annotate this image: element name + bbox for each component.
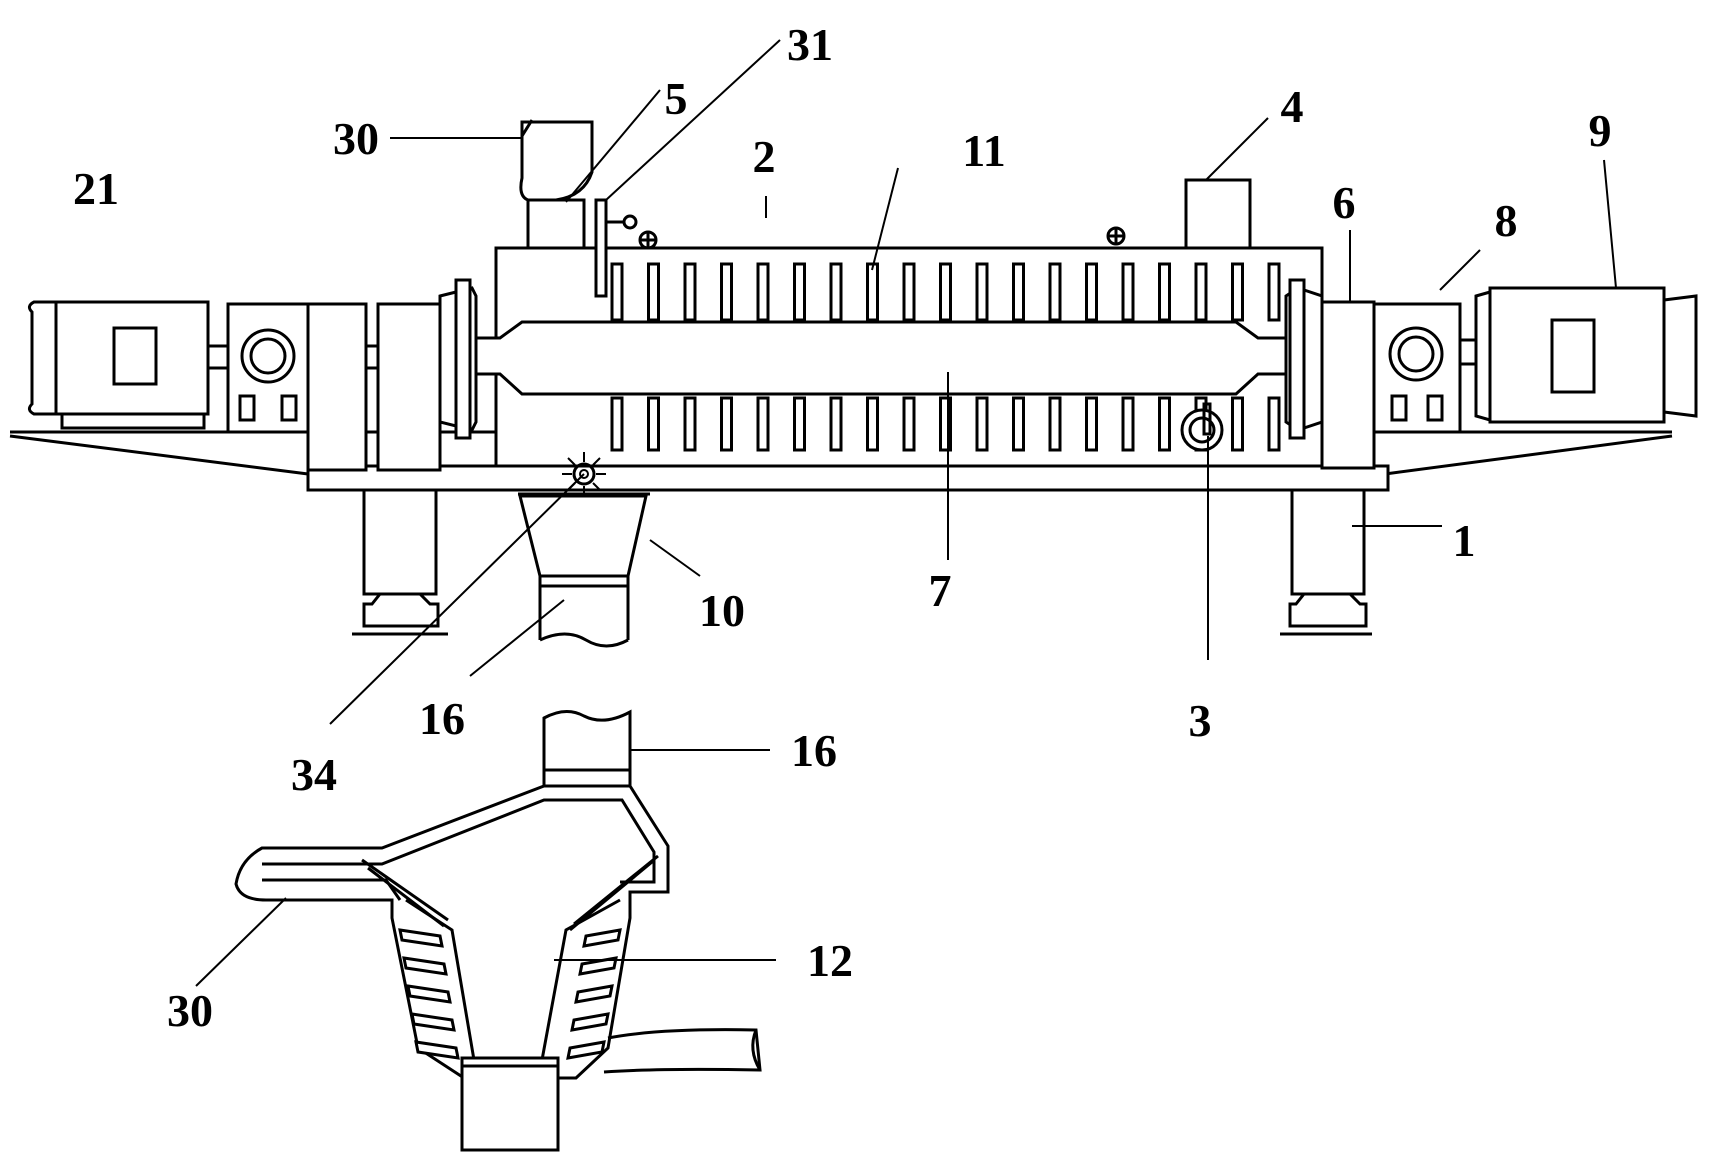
paddle-bottom <box>1012 396 1025 452</box>
label-8: 8 <box>1495 195 1518 246</box>
valve-top-right <box>1106 226 1126 246</box>
paddle-top <box>1012 262 1025 322</box>
paddle-top <box>866 262 879 322</box>
bearing-block-right <box>1320 300 1376 470</box>
paddle-bottom <box>756 396 770 452</box>
sprocket <box>562 452 606 496</box>
paddle-top <box>829 262 843 322</box>
paddle-bottom <box>683 396 697 452</box>
paddle-top <box>1194 262 1208 322</box>
blade-left <box>406 984 452 1004</box>
blade-right <box>574 984 614 1004</box>
blade-left <box>402 956 448 976</box>
bearing-block-left <box>306 302 368 472</box>
paddle-bottom <box>1267 396 1281 452</box>
outlet-box <box>1184 178 1252 250</box>
paddle-top <box>720 262 733 322</box>
paddle-top <box>1231 262 1244 322</box>
paddle-bottom <box>902 396 916 452</box>
leader-lines <box>195 39 1617 987</box>
blades-right <box>566 928 622 1060</box>
motor-left <box>27 300 230 430</box>
label-3: 3 <box>1189 695 1212 746</box>
paddle-bottom <box>1231 396 1244 452</box>
paddle-top <box>793 262 806 322</box>
label-11: 11 <box>962 125 1005 176</box>
paddle-top <box>902 262 916 322</box>
paddle-top <box>975 262 989 322</box>
label-31: 31 <box>787 19 833 70</box>
gearbox-right <box>1372 302 1462 434</box>
paddle-bottom <box>1085 396 1098 452</box>
paddle-top <box>683 262 697 322</box>
support-leg-left <box>352 488 448 636</box>
gauge-rod <box>594 198 638 298</box>
paddle-bottom <box>866 396 879 452</box>
part-labels: 21 30 5 31 2 11 4 9 6 8 1 7 10 3 16 34 1… <box>73 19 1612 1036</box>
paddle-top <box>1158 262 1171 322</box>
label-5: 5 <box>665 73 688 124</box>
label-30-bottom: 30 <box>167 985 213 1036</box>
discharge-funnel <box>506 488 662 648</box>
paddle-top <box>1048 262 1062 322</box>
blade-right <box>582 928 622 948</box>
drain-valve <box>1180 402 1224 452</box>
paddle-bottom <box>647 396 660 452</box>
label-30-top: 30 <box>333 113 379 164</box>
label-9: 9 <box>1589 105 1612 156</box>
blade-left <box>414 1040 460 1060</box>
paddle-bottom <box>1158 396 1171 452</box>
paddle-bottom <box>939 396 952 452</box>
flange-left <box>438 278 478 440</box>
shaft-right <box>1458 338 1478 366</box>
valve-top-left <box>638 230 658 250</box>
blade-right <box>570 1012 610 1032</box>
blades-left <box>398 928 460 1060</box>
label-12: 12 <box>807 935 853 986</box>
gearbox-left <box>226 302 310 434</box>
paddle-bottom <box>610 396 624 452</box>
blade-left <box>398 928 444 948</box>
label-16-upper: 16 <box>419 693 465 744</box>
separator-assembly <box>234 709 762 1152</box>
paddle-top <box>1267 262 1281 322</box>
label-10: 10 <box>699 585 745 636</box>
label-1: 1 <box>1453 515 1476 566</box>
label-21: 21 <box>73 163 119 214</box>
paddle-bottom <box>720 396 733 452</box>
support-leg-right <box>1280 488 1372 636</box>
label-6: 6 <box>1333 177 1356 228</box>
flange-right <box>1284 278 1324 440</box>
label-16-lower: 16 <box>791 725 837 776</box>
label-34: 34 <box>291 749 337 800</box>
paddle-top <box>939 262 952 322</box>
coupling-housing-left <box>376 302 442 472</box>
paddle-bottom <box>1048 396 1062 452</box>
motor-right <box>1474 286 1698 424</box>
paddle-top <box>647 262 660 322</box>
paddle-top <box>1121 262 1135 322</box>
inlet-pipe <box>519 119 594 250</box>
paddle-bottom <box>829 396 843 452</box>
label-4: 4 <box>1281 81 1304 132</box>
paddle-bottom <box>793 396 806 452</box>
label-2: 2 <box>753 131 776 182</box>
blade-right <box>566 1040 606 1060</box>
blade-left <box>410 1012 456 1032</box>
paddle-bottom <box>1121 396 1135 452</box>
paddle-top <box>1085 262 1098 322</box>
paddle-top <box>756 262 770 322</box>
paddle-top <box>610 262 624 322</box>
label-7: 7 <box>929 565 952 616</box>
paddle-bottom <box>975 396 989 452</box>
shaft-left <box>364 344 380 370</box>
